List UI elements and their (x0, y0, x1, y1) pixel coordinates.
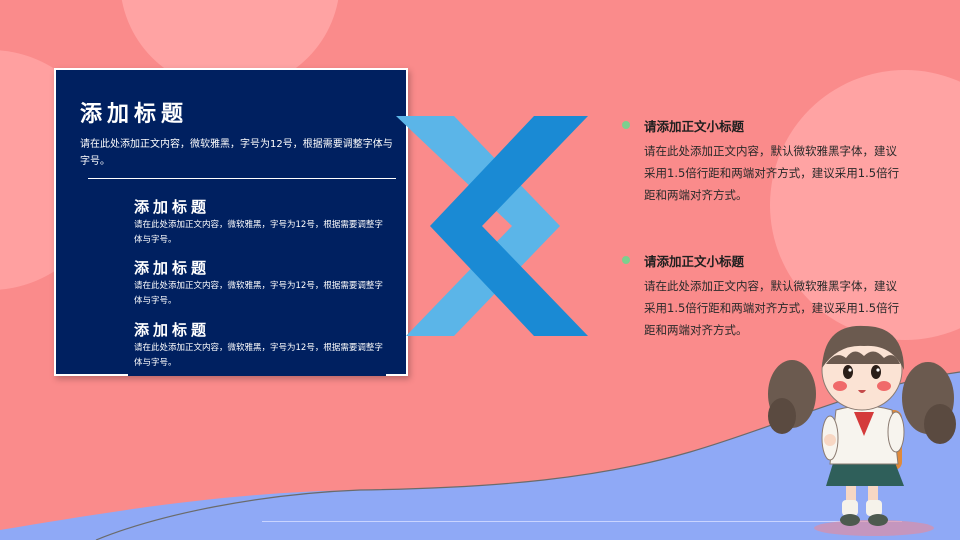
point-title-1: 请添加正文小标题 (644, 119, 745, 134)
panel-title: 添加标题 (80, 102, 189, 127)
panel-item-title: 添加标题 (134, 198, 211, 216)
x-chevron-icon (396, 116, 588, 336)
cartoon-girl-icon (768, 325, 956, 536)
panel-item-description: 请在此处添加正文内容，微软雅黑，字号为12号，根据需要调整字体与字号。 (134, 343, 383, 368)
panel-divider (88, 178, 396, 179)
bg-circle-right (770, 70, 960, 340)
point-description-1: 请在此处添加正文内容，默认微软雅黑字体，建议采用1.5倍行距和两端对齐方式，建议… (644, 144, 900, 202)
panel-item-3: 添加标题 请在此处添加正文内容，微软雅黑，字号为12号，根据需要调整字体与字号。 (134, 320, 388, 371)
bullet-dot-2 (622, 256, 630, 264)
panel-item-title: 添加标题 (134, 321, 211, 339)
bullet-dot-1 (622, 121, 630, 129)
panel-item-2: 添加标题 请在此处添加正文内容，微软雅黑，字号为12号，根据需要调整字体与字号。 (134, 258, 388, 309)
x-chevron-dark (430, 116, 588, 336)
panel-item-title: 添加标题 (134, 259, 211, 277)
panel-item-1: 添加标题 请在此处添加正文内容，微软雅黑，字号为12号，根据需要调整字体与字号。 (134, 197, 388, 248)
bg-wave-outline (95, 371, 960, 540)
panel-item-description: 请在此处添加正文内容，微软雅黑，字号为12号，根据需要调整字体与字号。 (134, 220, 383, 245)
point-description-2: 请在此处添加正文内容，默认微软雅黑字体，建议采用1.5倍行距和两端对齐方式，建议… (644, 279, 900, 337)
panel-notch (128, 372, 386, 376)
x-chevron-light (396, 116, 560, 336)
baseline-divider (262, 521, 902, 522)
bg-wave (0, 372, 960, 540)
panel-description: 请在此处添加正文内容，微软雅黑，字号为12号，根据需要调整字体与字号。 (80, 139, 393, 167)
bg-circle-top (121, 0, 339, 90)
content-panel: 添加标题 请在此处添加正文内容，微软雅黑，字号为12号，根据需要调整字体与字号。… (54, 68, 408, 376)
panel-item-description: 请在此处添加正文内容，微软雅黑，字号为12号，根据需要调整字体与字号。 (134, 281, 383, 306)
point-title-2: 请添加正文小标题 (644, 254, 745, 269)
